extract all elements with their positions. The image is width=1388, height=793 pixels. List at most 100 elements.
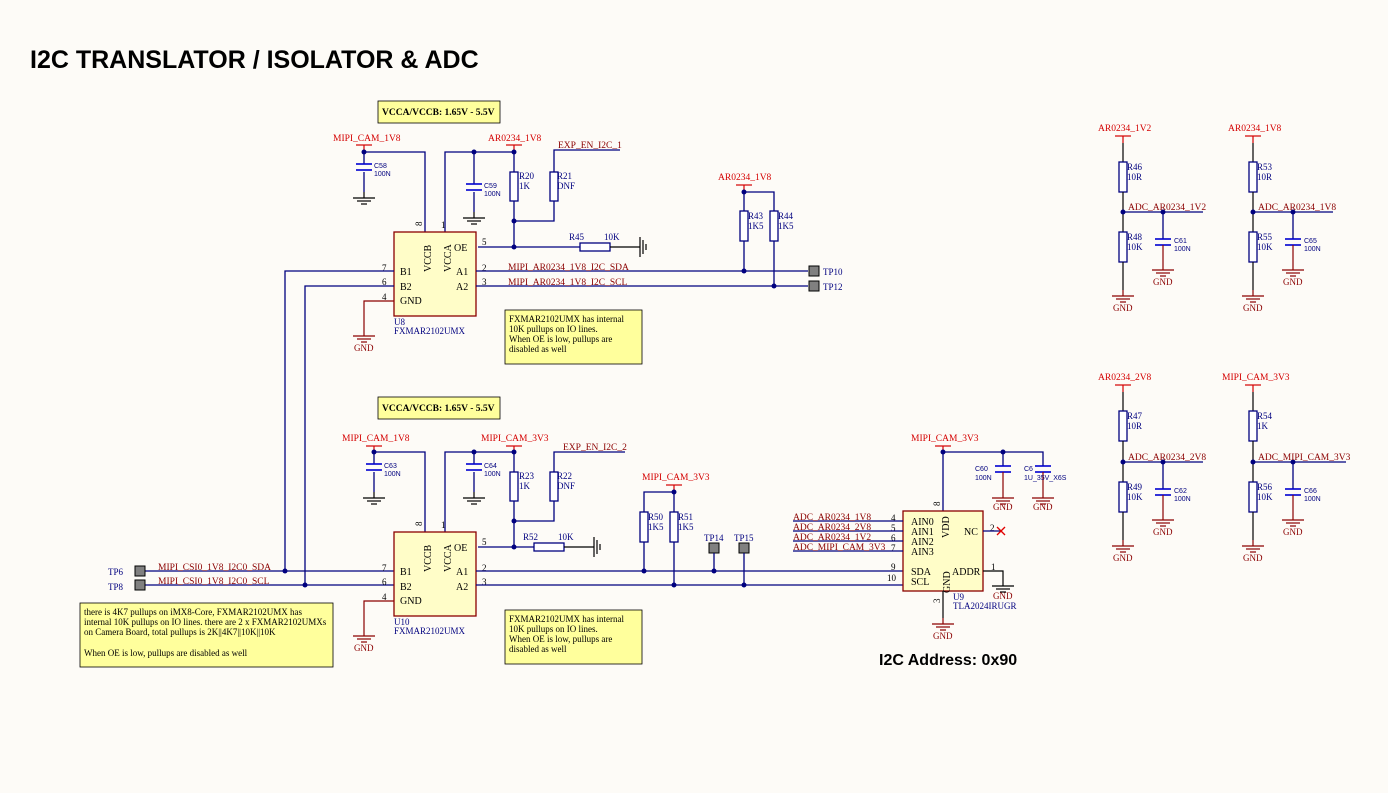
note-u8-pullups: FXMAR2102UMX has internal 10K pullups on… — [504, 309, 643, 365]
resistor-r45 — [579, 242, 611, 252]
pin-label: 7 — [891, 543, 896, 553]
designator-label: 1K — [1257, 421, 1269, 431]
power-symbol-icon — [593, 536, 601, 558]
pin-label: NC — [964, 527, 978, 538]
pin-label: 3 — [482, 577, 487, 587]
pin-label: 3 — [482, 277, 487, 287]
gnd-label: GND — [1153, 527, 1173, 537]
test-point-tp14[interactable] — [708, 542, 720, 554]
pin-label: AIN2 — [911, 537, 934, 548]
resistor-r50 — [639, 511, 649, 543]
designator-label: 10K — [558, 532, 574, 542]
pin-label: A2 — [456, 282, 468, 293]
designator-label: R51 — [678, 512, 693, 522]
pin-label: 5 — [891, 523, 896, 533]
designator-label: 100N — [384, 471, 401, 478]
test-point-tp10[interactable] — [808, 265, 820, 277]
junction-dot — [471, 149, 477, 155]
junction-dot — [741, 189, 747, 195]
power-symbol-icon — [1244, 384, 1262, 393]
designator-label: U10 — [394, 617, 410, 627]
designator-label: 10K — [1257, 242, 1273, 252]
note-box — [504, 609, 643, 665]
pin-label: GND — [400, 296, 422, 307]
designator-label: C64 — [484, 463, 497, 470]
wire — [444, 451, 514, 532]
note-text: internal 10K pullups on IO lines. there … — [84, 617, 327, 627]
designator-label: 100N — [374, 171, 391, 178]
note-text: VCCA/VCCB: 1.65V - 5.5V — [382, 108, 495, 118]
net-label: ADC_AR0234_1V2 — [1128, 203, 1206, 213]
test-point-tp6[interactable] — [134, 565, 146, 577]
pin-label: VCCA — [443, 543, 454, 572]
junction-dot — [511, 518, 517, 524]
pin-label: B2 — [400, 282, 412, 293]
wire — [643, 491, 674, 512]
junction-dot — [511, 449, 517, 455]
pin-label: 1 — [441, 520, 446, 530]
note-text: there is 4K7 pullups on iMX8-Core, FXMAR… — [84, 607, 302, 617]
power-net-label: AR0234_1V2 — [1098, 124, 1152, 134]
junction-dot — [361, 149, 367, 155]
chip-u8 — [393, 231, 477, 317]
wire — [943, 451, 1044, 466]
note-text: When OE is low, pullups are disabled as … — [84, 648, 248, 658]
note-vcc-range-1: VCCA/VCCB: 1.65V - 5.5V — [377, 100, 501, 124]
designator-label: 1K — [519, 481, 531, 491]
power-symbol-icon — [1281, 263, 1305, 277]
pin-label: 2 — [482, 563, 487, 573]
junction-dot — [771, 283, 777, 289]
net-exp-en-i2c-2: EXP_EN_I2C_2 — [563, 443, 627, 453]
test-point-tp15[interactable] — [738, 542, 750, 554]
junction-dot — [511, 149, 517, 155]
designator-label: C63 — [384, 463, 397, 470]
note-text: disabled as well — [509, 344, 567, 354]
pin-label: 1 — [991, 562, 996, 572]
pin-label: 2 — [482, 263, 487, 273]
net-label: ADC_AR0234_1V8 — [1258, 203, 1336, 213]
pin-label: 4 — [382, 292, 387, 302]
designator-label: R49 — [1127, 482, 1143, 492]
gnd-label: GND — [1243, 553, 1263, 563]
chip-u10 — [393, 531, 477, 617]
wire — [983, 570, 1004, 580]
wire — [744, 191, 775, 211]
power-net-label: MIPI_CAM_3V3 — [642, 473, 710, 483]
pin-label: SDA — [911, 567, 932, 578]
junction-dot — [940, 449, 946, 455]
designator-label: 10R — [1257, 172, 1272, 182]
gnd-label: GND — [354, 343, 374, 353]
designator-label: 10K — [604, 232, 620, 242]
junction-dot — [711, 568, 717, 574]
power-symbol-icon — [1241, 289, 1265, 303]
junction-dot — [302, 582, 308, 588]
designator-label: C6 — [1024, 466, 1033, 473]
pin-label: 1 — [441, 220, 446, 230]
designator-label: FXMAR2102UMX — [394, 326, 466, 336]
power-symbol-icon — [362, 491, 386, 505]
designator-label: TP6 — [108, 567, 124, 577]
power-symbol-icon — [462, 491, 486, 505]
resistor-r43 — [739, 210, 749, 242]
pin-label: AIN0 — [911, 517, 934, 528]
junction-dot — [1120, 209, 1126, 215]
resistor-r44 — [769, 210, 779, 242]
designator-label: 1K — [519, 181, 531, 191]
i2c-address-label: I2C Address: 0x90 — [879, 652, 1018, 669]
designator-label: R56 — [1257, 482, 1273, 492]
resistor-r22 — [549, 471, 559, 502]
pin-label: GND — [400, 596, 422, 607]
note-box — [377, 396, 501, 420]
power-symbol-icon — [1151, 513, 1175, 527]
resistor-r51 — [669, 511, 679, 543]
pin-label: B2 — [400, 582, 412, 593]
resistor — [1118, 231, 1128, 263]
pin-label: 6 — [382, 577, 387, 587]
test-point-tp8[interactable] — [134, 579, 146, 591]
test-point-tp12[interactable] — [808, 280, 820, 292]
pin-label: 2 — [990, 523, 995, 533]
gnd-label: GND — [1153, 277, 1173, 287]
net-label: ADC_AR0234_2V8 — [1128, 453, 1206, 463]
